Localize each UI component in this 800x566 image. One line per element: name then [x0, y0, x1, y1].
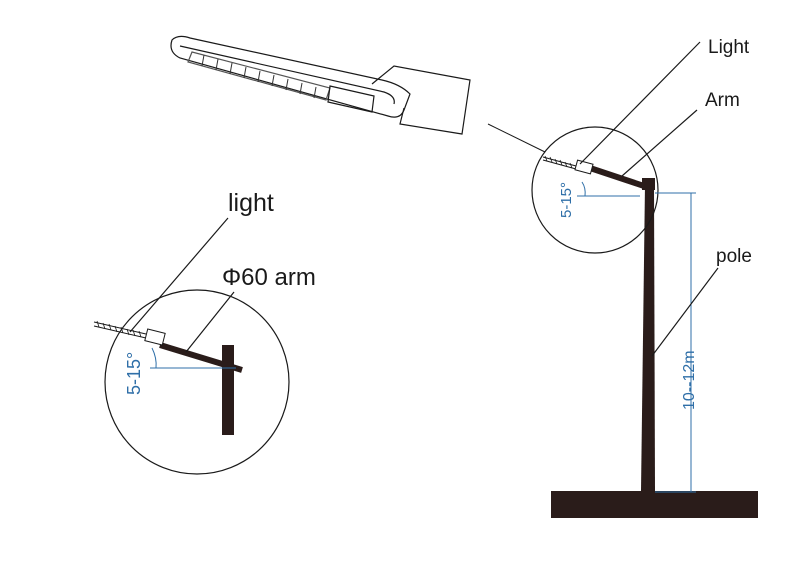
luminaire-housing: [170, 35, 411, 118]
street-light-assembly: 5-15° 10--12m Light Arm pole: [531, 37, 758, 518]
detail-arm: [159, 342, 243, 373]
luminaire-drawing: [170, 35, 471, 135]
leader-arm-main: [621, 109, 698, 177]
luminaire-lens: [187, 51, 331, 101]
label-light-detail: light: [228, 189, 274, 217]
arm: [589, 165, 651, 191]
leader-arm-detail: [185, 291, 235, 353]
detail-circle-main: [531, 126, 659, 254]
height-label: 10--12m: [681, 350, 698, 410]
luminaire-mount-plate: [371, 65, 471, 135]
leader-line-luminaire-to-detail: [487, 123, 546, 153]
detail-pole: [222, 345, 234, 435]
detail-angle-arc: [151, 347, 157, 369]
label-arm-detail: Φ60 arm: [222, 264, 316, 291]
pole: [641, 184, 655, 491]
detail-circle-left: [104, 289, 290, 475]
light-fixture: [542, 155, 594, 175]
angle-label-main: 5-15°: [558, 182, 575, 218]
detail-light-fixture: [93, 320, 166, 346]
pole-base: [551, 491, 758, 518]
detail-view: 5-15° light Φ60 arm: [93, 189, 316, 475]
leader-light-detail: [129, 217, 229, 333]
label-arm-main: Arm: [705, 90, 740, 111]
led-modules: [201, 54, 317, 99]
angle-arc: [581, 181, 586, 197]
luminaire-inner-edge: [179, 45, 395, 105]
angle-label-detail: 5-15°: [124, 352, 144, 395]
luminaire-driver-box: [327, 85, 375, 113]
leader-pole: [651, 267, 719, 357]
label-pole: pole: [716, 246, 752, 267]
label-light-main: Light: [708, 37, 750, 58]
leader-light-main: [579, 41, 701, 165]
